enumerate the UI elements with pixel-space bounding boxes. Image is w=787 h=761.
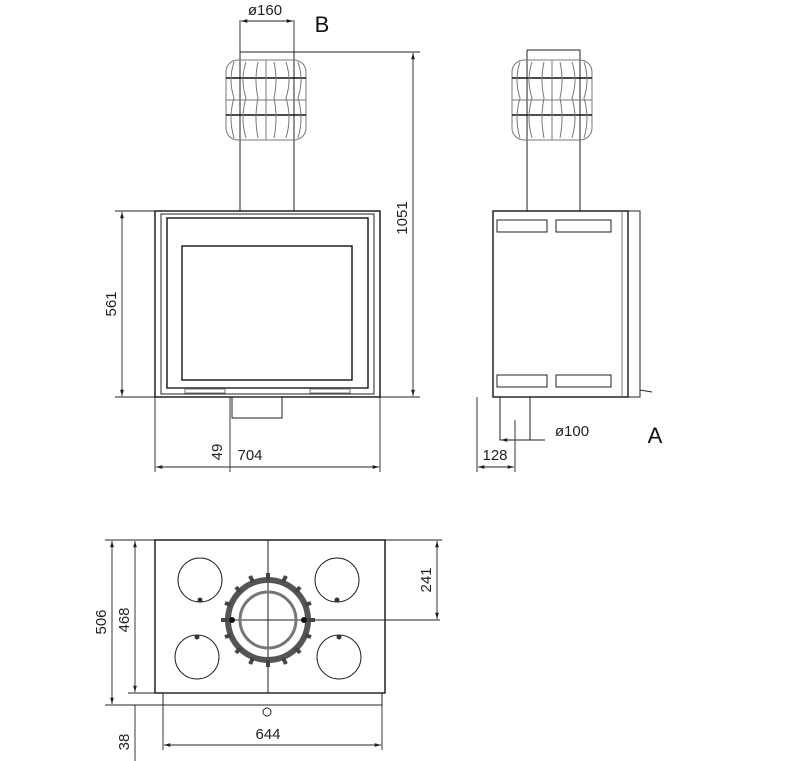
dim-height-561: 561 (103, 291, 120, 316)
dim-49: 49 (209, 444, 226, 461)
bottom-spigot (231, 396, 283, 419)
view-label-b: B (315, 12, 330, 37)
dim-100: ø100 (555, 423, 589, 440)
dim-241: 241 (418, 567, 435, 592)
dim-128: 128 (482, 447, 507, 464)
front-body (154, 210, 381, 398)
dim-height-1051: 1051 (394, 201, 411, 234)
front-view: ø160 B 1051 561 704 49 (103, 2, 420, 472)
dim-width-704: 704 (237, 447, 262, 464)
dim-468: 468 (116, 607, 133, 632)
dim-flue-160: ø160 (248, 2, 282, 19)
view-label-a: A (648, 423, 663, 448)
door-frame (166, 217, 369, 389)
side-view: 128 ø100 A (476, 49, 663, 472)
dim-38: 38 (116, 734, 133, 751)
side-body (492, 210, 629, 398)
flue-collar (221, 573, 315, 667)
top-view: 506 468 241 38 644 (93, 539, 442, 761)
glass-panel (181, 245, 353, 381)
dim-644: 644 (255, 726, 280, 743)
dim-506: 506 (93, 609, 110, 634)
